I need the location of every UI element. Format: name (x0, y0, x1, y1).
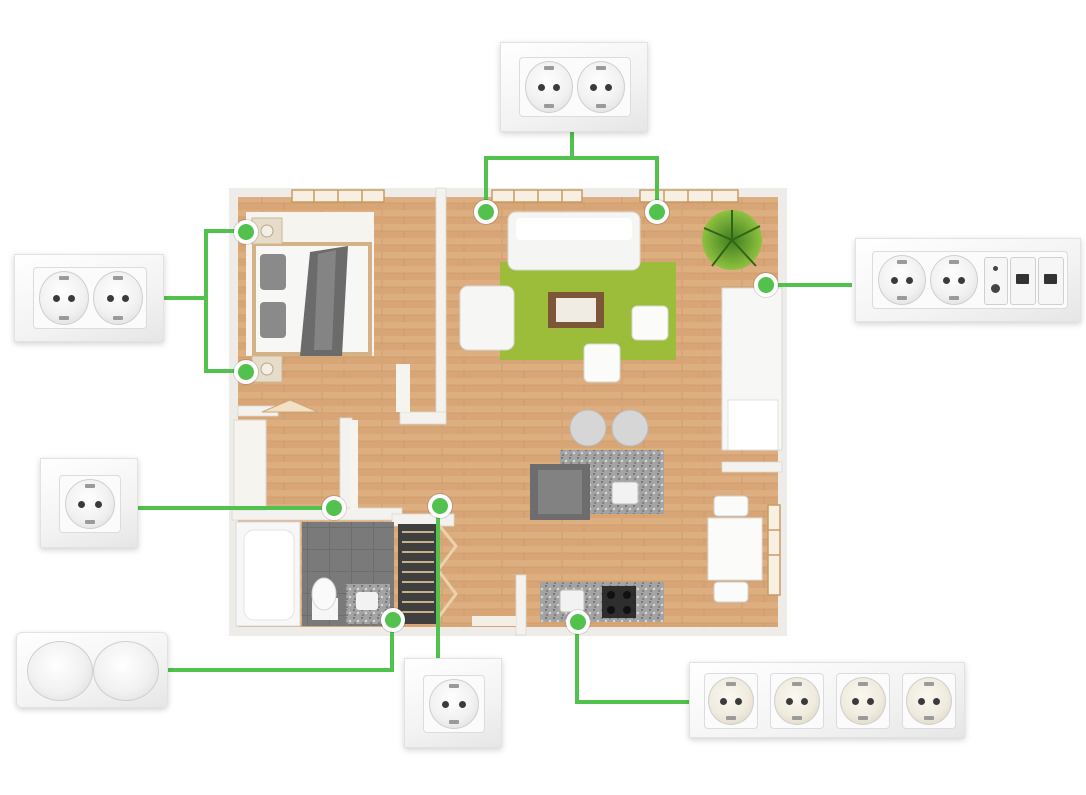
connector-left-bottom-h (168, 668, 394, 672)
covered-socket-plate-left-bottom (16, 632, 168, 708)
connector-left-top-lower (204, 369, 246, 373)
marker-wardrobe (428, 494, 452, 518)
single-schuko-socket-left-middle (40, 458, 138, 548)
socket-outlet-icon (39, 271, 89, 325)
socket-outlet-icon (525, 61, 573, 113)
socket-cover-icon (27, 641, 93, 701)
socket-outlet-icon (577, 61, 625, 113)
socket-outlet-icon (840, 677, 886, 725)
kitchen (530, 409, 664, 622)
marker-bathroom (381, 608, 405, 632)
marker-living-left (474, 200, 498, 224)
socket-outlet-icon (65, 479, 115, 529)
connector-left-top-upper (204, 229, 246, 233)
marker-hallway (322, 496, 346, 520)
marker-living-wall (754, 273, 778, 297)
marker-bedroom-top (234, 220, 258, 244)
connector-left-top-stem (164, 296, 208, 300)
connector-left-top-vertical (204, 229, 208, 373)
hallway-closet (233, 364, 410, 511)
quad-schuko-socket-bottom-right (689, 662, 965, 738)
socket-cover-icon (93, 641, 159, 701)
connector-top-right-drop (655, 156, 659, 208)
double-schuko-socket-top (500, 42, 648, 132)
socket-outlet-icon (878, 255, 926, 305)
socket-outlet-icon (708, 677, 754, 725)
single-schuko-socket-bottom-middle (404, 658, 502, 748)
dining-area (707, 495, 763, 603)
marker-kitchen (566, 610, 590, 634)
connector-bottom-right-v (575, 620, 579, 704)
connector-left-bottom-v (390, 620, 394, 672)
connector-top-bar (484, 156, 658, 160)
bedroom (246, 212, 374, 383)
bathroom (235, 521, 394, 627)
connector-bottom-right-h (575, 700, 689, 704)
connector-bottom-middle (436, 506, 440, 658)
socket-outlet-icon (906, 677, 952, 725)
marker-living-right (645, 200, 669, 224)
socket-outlet-icon (93, 271, 143, 325)
living-room (459, 210, 783, 451)
multimedia-socket-block-right (855, 238, 1081, 322)
connector-left-middle (138, 506, 334, 510)
connector-right (768, 283, 852, 287)
data-port-icon (1010, 257, 1036, 305)
connector-top-stem (570, 132, 574, 158)
windows (291, 189, 781, 596)
double-schuko-socket-left-top (14, 254, 164, 342)
data-port-icon (1038, 257, 1064, 305)
marker-bedroom-bottom (234, 360, 258, 384)
socket-outlet-icon (429, 679, 479, 729)
socket-outlet-icon (774, 677, 820, 725)
socket-outlet-icon (930, 255, 978, 305)
connector-top-left-drop (484, 156, 488, 208)
tv-antenna-socket-icon (984, 257, 1008, 305)
